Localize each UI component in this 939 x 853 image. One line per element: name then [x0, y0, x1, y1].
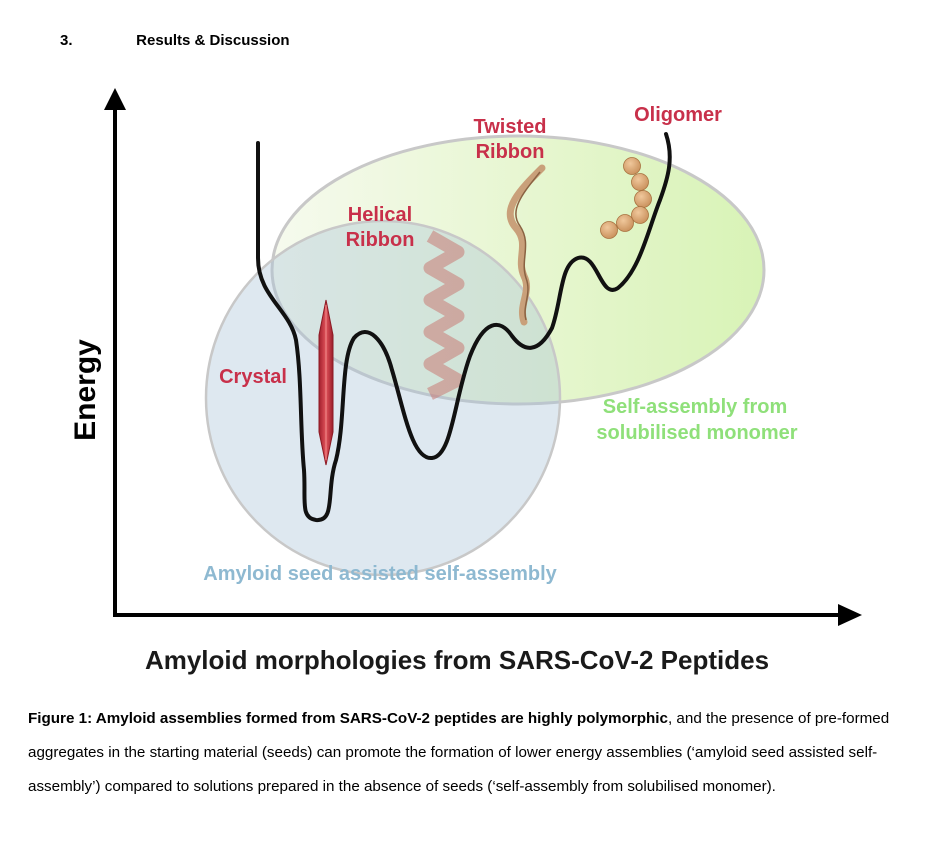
- crystal-icon: [318, 299, 334, 466]
- y-axis-arrowhead: [104, 88, 126, 110]
- label-helical-ribbon-line1: Helical: [348, 204, 412, 226]
- label-blue-region: Amyloid seed assisted self-assembly: [203, 563, 557, 585]
- label-green-region-line2: solubilised monomer: [596, 422, 797, 444]
- label-twisted-ribbon-line2: Ribbon: [476, 141, 545, 163]
- label-twisted-ribbon-line1: Twisted: [474, 116, 547, 138]
- label-oligomer: Oligomer: [634, 104, 722, 126]
- caption-rest: , and the presence of pre-formed aggrega…: [28, 710, 890, 795]
- figure-caption: Figure 1: Amyloid assemblies formed from…: [28, 702, 918, 804]
- y-axis-label: Energy: [69, 339, 102, 441]
- blue-region-circle: [204, 219, 562, 577]
- energy-landscape-curve: [256, 132, 672, 523]
- twisted-ribbon-icon: [506, 164, 546, 326]
- section-heading: 3. Results & Discussion: [60, 32, 290, 49]
- caption-bold: Figure 1: Amyloid assemblies formed from…: [28, 710, 668, 727]
- label-crystal: Crystal: [219, 366, 287, 388]
- label-green-region-line1: Self-assembly from: [603, 396, 788, 418]
- x-axis-label: Amyloid morphologies from SARS-CoV-2 Pep…: [145, 645, 769, 675]
- label-helical-ribbon-line2: Ribbon: [346, 229, 415, 251]
- x-axis-arrowhead: [838, 604, 862, 626]
- helical-ribbon-icon: [423, 230, 465, 400]
- section-number: 3.: [60, 32, 73, 49]
- energy-landscape-figure: Twisted Ribbon Oligomer Helical Ribbon C…: [69, 88, 862, 675]
- oligomer-icon: [600, 157, 652, 239]
- section-title: Results & Discussion: [136, 32, 290, 49]
